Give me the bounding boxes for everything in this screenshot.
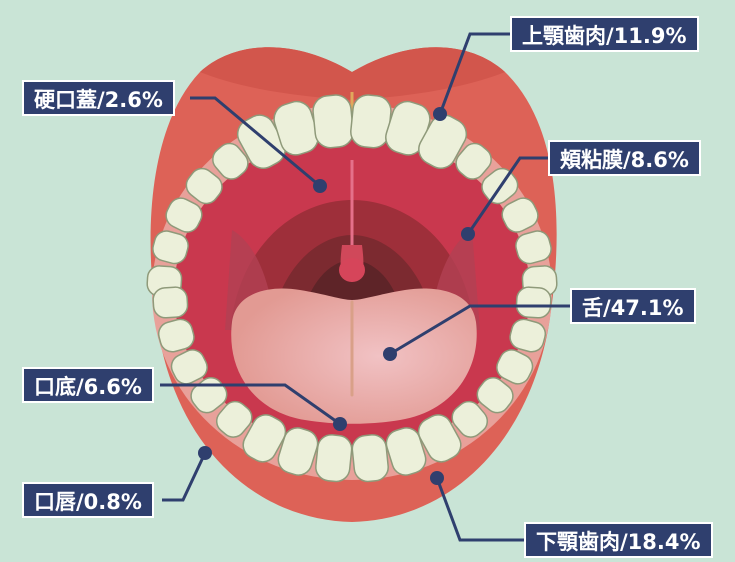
dot-buccal-mucosa (461, 227, 475, 241)
label-floor-of-mouth: 口底/6.6% (22, 367, 154, 403)
lower-tooth (516, 286, 552, 318)
dot-lower-gingiva (430, 471, 444, 485)
dot-lip (198, 446, 212, 460)
label-hard-palate: 硬口蓋/2.6% (22, 80, 175, 116)
upper-tooth (312, 94, 355, 150)
label-buccal-mucosa: 頬粘膜/8.6% (548, 140, 701, 176)
lower-tooth (152, 286, 188, 318)
dot-hard-palate (313, 179, 327, 193)
label-lip: 口唇/0.8% (22, 482, 154, 518)
dot-floor-of-mouth (333, 417, 347, 431)
label-tongue: 舌/47.1% (570, 288, 696, 324)
leader-lip (162, 453, 205, 500)
label-upper-gingiva: 上顎歯肉/11.9% (510, 16, 699, 52)
label-lower-gingiva: 下顎歯肉/18.4% (524, 522, 713, 558)
dot-upper-gingiva (433, 107, 447, 121)
tongue-shape (231, 289, 477, 424)
lower-tooth (315, 434, 353, 483)
lower-tooth (351, 434, 389, 483)
dot-tongue (383, 347, 397, 361)
uvula-tip (339, 258, 365, 282)
